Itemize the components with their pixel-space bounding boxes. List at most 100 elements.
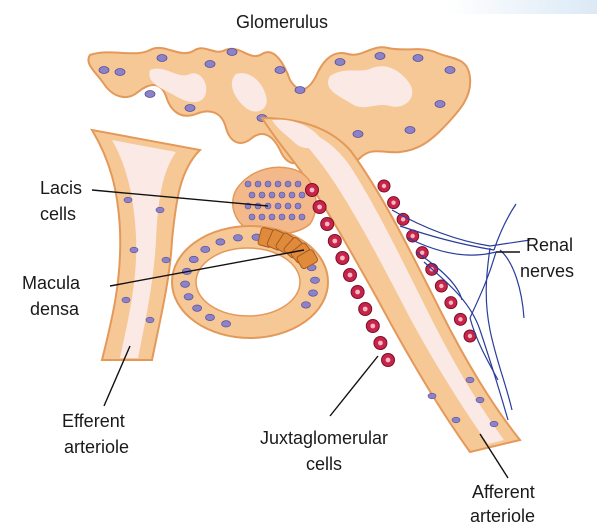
vessel-nucleus <box>156 207 164 213</box>
jg-cell-granule <box>439 284 443 288</box>
glomerular-nucleus <box>115 69 125 76</box>
jg-cell-granule <box>317 205 322 210</box>
glomerular-nucleus <box>157 55 167 62</box>
tubule-nucleus <box>310 277 319 283</box>
tubule-nucleus <box>233 235 242 241</box>
tubule-nucleus <box>181 281 190 287</box>
lacis-nucleus <box>269 214 275 220</box>
jg-cell-granule <box>332 239 337 244</box>
tubule-nucleus <box>205 314 214 320</box>
lacis-nucleus <box>295 203 301 209</box>
jg-cell-granule <box>458 317 462 321</box>
tubule-nucleus <box>309 290 318 296</box>
vessel-nucleus <box>162 257 170 263</box>
jg-cell-granule <box>348 273 353 278</box>
label-macula-line1: Macula <box>22 272 80 294</box>
efferent-arteriole <box>92 130 200 360</box>
distal-tubule-lumen <box>196 248 300 316</box>
glomerular-nucleus <box>375 53 385 60</box>
vessel-nucleus <box>452 417 460 423</box>
lacis-nucleus <box>285 181 291 187</box>
label-jg-line1: Juxtaglomerular <box>244 427 404 449</box>
glomerular-nucleus <box>99 67 109 74</box>
lacis-nucleus <box>249 192 255 198</box>
lacis-nucleus <box>275 181 281 187</box>
vessel-nucleus <box>466 377 474 383</box>
glomerular-nucleus <box>335 59 345 66</box>
jg-cell-granule <box>391 200 395 204</box>
glomerular-nucleus <box>227 49 237 56</box>
tubule-nucleus <box>222 321 231 327</box>
leader-jg <box>330 356 378 416</box>
label-efferent-line2: arteriole <box>64 436 129 458</box>
lacis-nucleus <box>259 192 265 198</box>
jg-cell-granule <box>378 341 383 346</box>
lacis-cell-cluster <box>233 167 316 234</box>
lacis-nucleus <box>285 203 291 209</box>
lacis-nucleus <box>299 192 305 198</box>
jg-cell-granule <box>420 250 424 254</box>
lacis-nucleus <box>279 192 285 198</box>
lacis-nucleus <box>279 214 285 220</box>
lacis-region <box>233 167 316 234</box>
vessel-nucleus <box>476 397 484 403</box>
jg-cell-granule <box>382 184 386 188</box>
label-renal-line1: Renal <box>526 234 573 256</box>
tubule-nucleus <box>301 302 310 308</box>
tubule-nucleus <box>189 256 198 262</box>
label-lacis-line2: cells <box>40 203 76 225</box>
nerve-fiber-5 <box>470 252 496 318</box>
glomerular-nucleus <box>445 67 455 74</box>
vessel-nucleus <box>428 393 436 399</box>
glomerular-nucleus <box>353 131 363 138</box>
jg-cell-granule <box>355 290 360 295</box>
tubule-nucleus <box>216 239 225 245</box>
tubule-nucleus <box>201 246 210 252</box>
jg-cell-granule <box>410 234 414 238</box>
label-afferent-line1: Afferent <box>472 481 535 503</box>
label-lacis-line1: Lacis <box>40 177 82 199</box>
tubule-nucleus <box>193 305 202 311</box>
label-jg-line2: cells <box>244 453 404 475</box>
glomerular-nucleus <box>435 101 445 108</box>
glomerular-nucleus <box>275 67 285 74</box>
glomerular-nucleus <box>145 91 155 98</box>
label-afferent-line2: arteriole <box>470 505 535 527</box>
vessel-nucleus <box>490 421 498 427</box>
jg-cell-granule <box>401 217 405 221</box>
vessel-nucleus <box>122 297 130 303</box>
glomerular-nucleus <box>405 127 415 134</box>
tubule-nucleus <box>184 294 193 300</box>
vessel-nucleus <box>130 247 138 253</box>
lacis-nucleus <box>265 181 271 187</box>
lacis-nucleus <box>249 214 255 220</box>
label-glomerulus: Glomerulus <box>236 11 328 33</box>
vessel-nucleus <box>124 197 132 203</box>
lacis-nucleus <box>269 192 275 198</box>
jg-cell-granule <box>340 256 345 261</box>
glomerular-nucleus <box>295 87 305 94</box>
jg-cell-granule <box>449 300 453 304</box>
glomerular-nucleus <box>185 105 195 112</box>
jg-cell-granule <box>310 188 315 193</box>
label-macula-line2: densa <box>30 298 79 320</box>
lacis-nucleus <box>245 181 251 187</box>
label-efferent-line1: Efferent <box>62 410 125 432</box>
nerve-fiber-6 <box>486 248 512 410</box>
lacis-nucleus <box>295 181 301 187</box>
jg-cell-granule <box>370 324 375 329</box>
glomerular-nucleus <box>205 61 215 68</box>
lacis-nucleus <box>255 181 261 187</box>
lacis-nucleus <box>289 214 295 220</box>
lacis-nucleus <box>255 203 261 209</box>
jg-cell-granule <box>386 358 391 363</box>
label-renal-line2: nerves <box>520 260 574 282</box>
jg-cell-granule <box>468 334 472 338</box>
vessel-nucleus <box>146 317 154 323</box>
glomerular-nucleus <box>413 55 423 62</box>
jg-cell-granule <box>363 307 368 312</box>
lacis-nucleus <box>299 214 305 220</box>
lacis-nucleus <box>289 192 295 198</box>
lacis-nucleus <box>259 214 265 220</box>
jg-cell-granule <box>325 222 330 227</box>
